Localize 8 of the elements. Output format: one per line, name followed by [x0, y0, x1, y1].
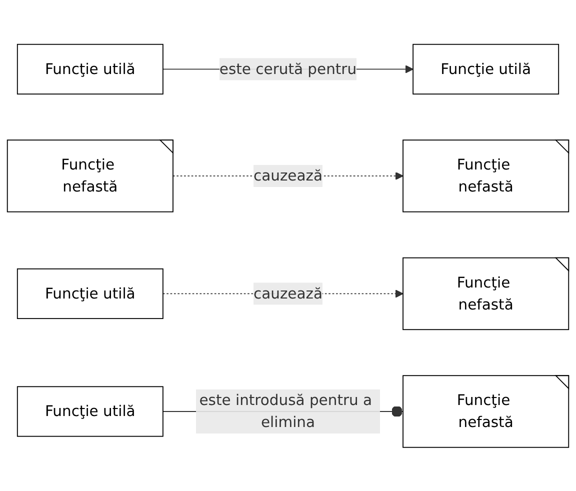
node-box: Funcţie utilă — [412, 44, 560, 94]
edge-label: cauzează — [253, 166, 323, 184]
node-box: Funcţie utilă — [16, 386, 164, 436]
edge-label: este cerută pentru — [219, 60, 357, 78]
node-box: Funcţie utilă — [16, 44, 164, 94]
edge-label: este introdusă pentru a elimina — [199, 390, 372, 430]
edge-label: cauzează — [253, 284, 323, 302]
node-box: Funcţie utilă — [16, 268, 164, 319]
